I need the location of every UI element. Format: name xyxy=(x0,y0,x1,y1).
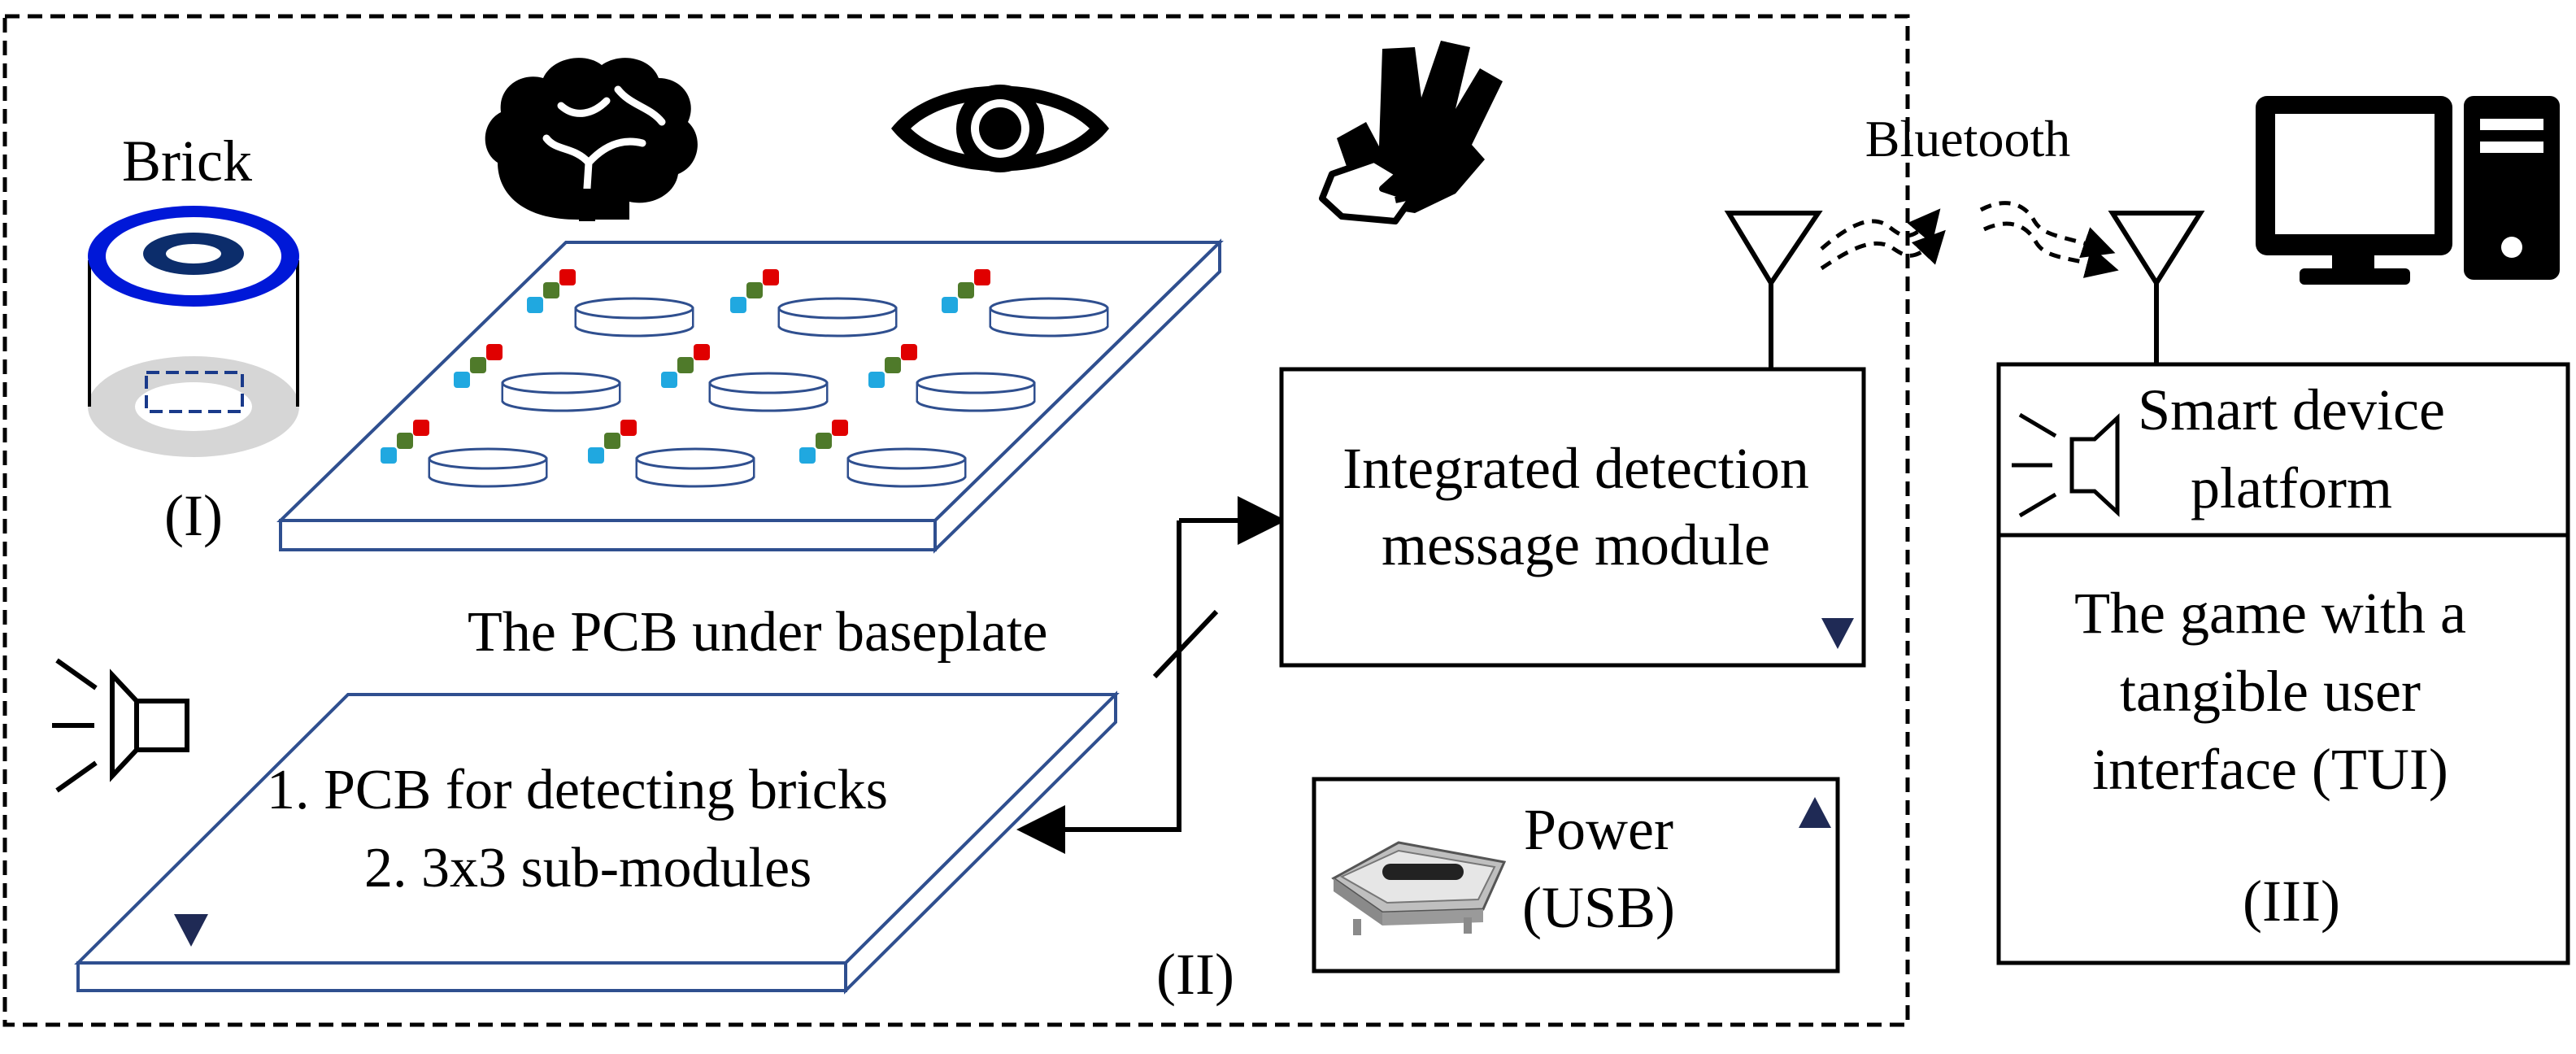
pcb-line-1: 1. PCB for detecting bricks xyxy=(267,759,888,821)
brick-slot xyxy=(868,344,1036,412)
brick-slot xyxy=(730,269,898,338)
brick-slot xyxy=(588,420,755,488)
device-speaker-icon xyxy=(2012,412,2120,518)
device-antenna-icon xyxy=(2108,211,2205,364)
brick-slot xyxy=(527,269,694,338)
part-one-label: (I) xyxy=(164,483,223,548)
module-marker xyxy=(1821,618,1854,649)
brick-slot xyxy=(454,344,621,412)
brick-illustration xyxy=(88,206,299,457)
eye-icon xyxy=(891,85,1109,172)
pcb-board xyxy=(74,690,1120,995)
pcb-module-connector xyxy=(1016,496,1286,854)
tangible-board-region xyxy=(2,14,1910,1027)
sign-language-hand-icon xyxy=(1319,41,1503,224)
speaker-icon xyxy=(52,658,189,793)
power-line-2: (USB) xyxy=(1522,875,1675,940)
desktop-computer-icon xyxy=(2256,96,2560,285)
pcb-under-baseplate-label: The PCB under baseplate xyxy=(468,601,1047,664)
bluetooth-label: Bluetooth xyxy=(1865,110,2070,168)
module-line-1: Integrated detection xyxy=(1342,436,1809,501)
brick-slot xyxy=(661,344,829,412)
bluetooth-signal xyxy=(1820,201,2119,278)
game-line-2: tangible user xyxy=(2120,659,2421,724)
power-marker xyxy=(1799,797,1831,828)
brick-slot xyxy=(381,420,548,488)
brick-slot xyxy=(942,269,1109,338)
device-line-2: platform xyxy=(2191,455,2392,520)
device-line-1: Smart device xyxy=(2138,377,2445,442)
detection-module-box xyxy=(1279,367,1866,668)
usb-c-connector-icon xyxy=(1331,841,1507,935)
brick-label: Brick xyxy=(122,128,252,194)
module-antenna-icon xyxy=(1724,211,1823,369)
game-line-1: The game with a xyxy=(2074,581,2466,646)
part-three-label: (III) xyxy=(2243,869,2340,934)
pcb-line-2: 2. 3x3 sub-modules xyxy=(364,837,812,899)
game-line-3: interface (TUI) xyxy=(2092,737,2448,802)
power-line-1: Power xyxy=(1524,797,1673,862)
sensor-grid xyxy=(381,269,1109,488)
part-two-label: (II) xyxy=(1156,942,1234,1007)
brick-slot xyxy=(799,420,967,488)
module-line-2: message module xyxy=(1382,512,1770,577)
pcb-marker xyxy=(174,914,208,947)
brain-icon xyxy=(485,58,698,221)
